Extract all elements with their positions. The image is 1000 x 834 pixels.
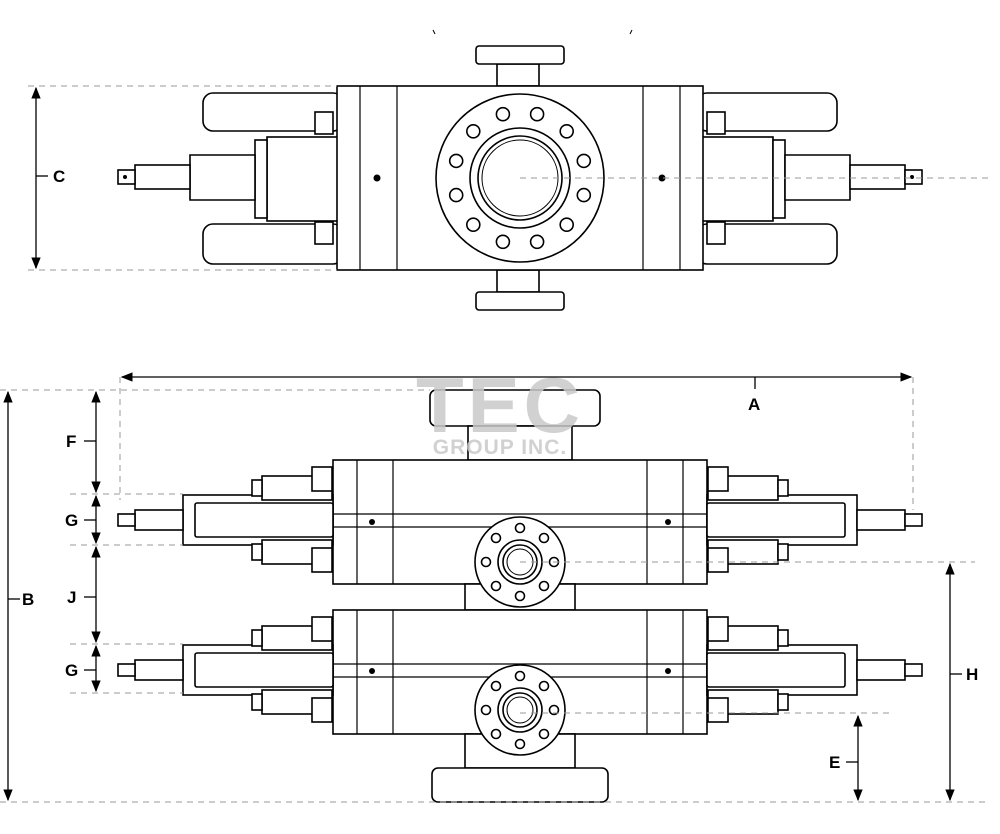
flange-bolt-hole [448,153,464,169]
dim-label-e: E [829,753,840,772]
flange-bolt-hole [448,187,464,203]
flange-bolt-hole [490,728,502,740]
dim-label-c: C [53,167,65,186]
flange-bolt-hole [480,556,492,568]
dim-label-j: J [67,588,76,607]
top-view [117,29,923,311]
dimension-lines [3,86,962,802]
flange-bolt-hole [576,153,592,169]
flange-bolt-hole [514,670,526,682]
watermark: TEC GROUP INC. [416,361,580,459]
flange-bolt-hole [538,680,550,692]
flange-bolt-hole [559,124,575,139]
flange-bolt-hole [490,580,502,592]
dimension-labels: C A B F G J G H E [22,167,978,772]
flange-bolt-hole [529,106,545,122]
flange-bolt-hole [559,217,575,232]
dim-label-f: F [66,432,76,451]
extension-lines [0,85,990,803]
flange-bolt-hole [514,590,526,602]
flange-bolt-hole [465,124,481,139]
flange-bolt-hole [538,728,550,740]
watermark-company: GROUP INC. [433,436,567,459]
flange-bolt-hole [480,704,492,716]
flange-bolt-hole [548,704,560,716]
flange-bolt-hole [465,217,481,232]
flange-bolt-hole [495,106,511,122]
dim-label-g-upper: G [65,511,78,530]
flange-bolt-hole [514,522,526,534]
flange-bolt-hole [514,738,526,750]
flange-bolt-hole [529,234,545,250]
flange-bolt-hole [576,187,592,203]
dim-label-b: B [22,590,34,609]
flange-bolt-hole [490,680,502,692]
dim-label-h: H [966,665,978,684]
flange-bolt-hole [538,532,550,544]
flange-bolt-hole [538,580,550,592]
flange-bolt-hole [495,234,511,250]
flange-bolt-hole [490,532,502,544]
dim-label-a: A [748,395,760,414]
dim-label-g-lower: G [65,661,78,680]
